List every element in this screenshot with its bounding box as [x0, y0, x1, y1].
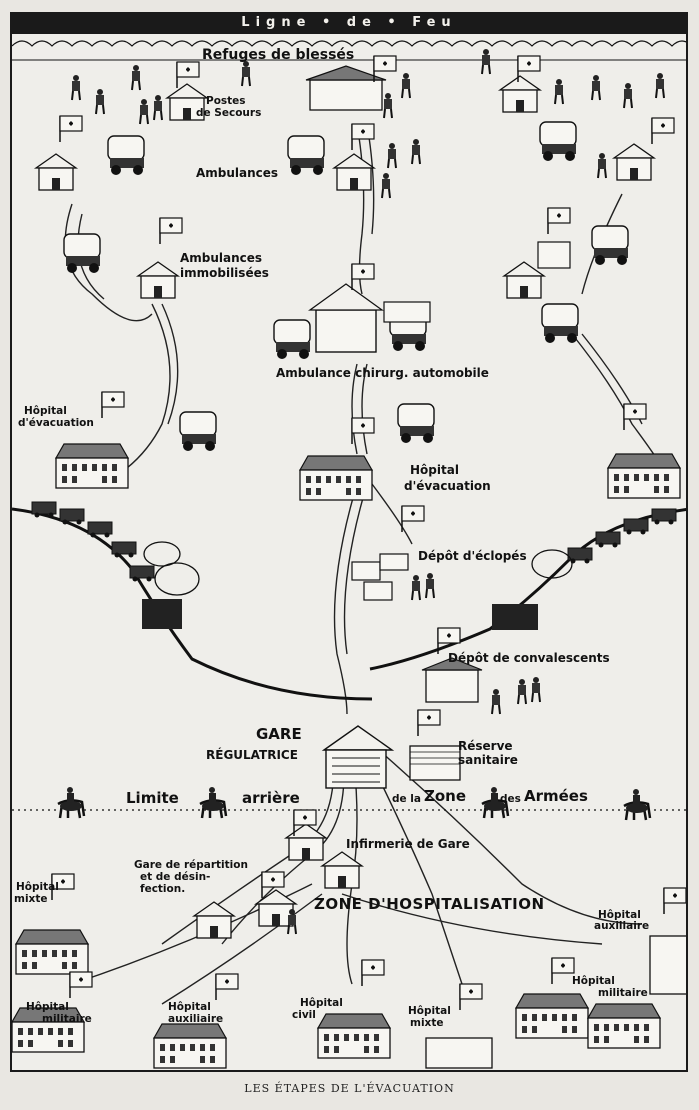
label-hop-evac-center-line2: d'évacuation [404, 479, 491, 493]
railway-right [369, 508, 686, 671]
evacuation-hospitals [55, 391, 681, 501]
label-reserve-line1: Réserve [458, 739, 513, 753]
label-gare-repartition-line3: fection. [140, 883, 186, 895]
label-hop-evac-left-line2: d'évacuation [18, 417, 94, 429]
label-armees: Armées [524, 787, 588, 805]
railway-left [12, 501, 373, 701]
label-zone-hospitalisation: ZONE D'HOSPITALISATION [314, 895, 545, 913]
regulating-station [321, 725, 395, 789]
label-limite: Limite [126, 789, 179, 807]
label-hop-aux-right-line2: auxiliaire [594, 920, 650, 932]
label-hop-aux-center-line1: Hôpital [168, 1001, 211, 1013]
label-refuges: Refuges de blessés [202, 47, 355, 63]
label-hop-mil-left-line1: Hôpital [26, 1001, 69, 1013]
label-zone-word: Zone [424, 787, 467, 805]
bushes-strip [12, 40, 686, 47]
distribution-station [193, 809, 363, 939]
banner-title: Ligne • de • Feu [241, 15, 457, 30]
label-hop-mixte-center-line2: mixte [410, 1017, 444, 1029]
banner-band [12, 14, 686, 34]
label-depot-convalescents: Dépôt de convalescents [448, 651, 610, 665]
ambulances [63, 121, 629, 452]
label-gare: GARE [256, 725, 302, 743]
hospitals-zone [12, 873, 686, 1069]
label-amb-immob-line2: immobilisées [180, 266, 269, 280]
label-depot-eclopes: Dépôt d'éclopés [418, 549, 527, 563]
label-hop-mil-right-line2: militaire [598, 987, 648, 999]
label-hop-aux-right-line1: Hôpital [598, 909, 641, 921]
label-arriere: arrière [242, 789, 300, 807]
caption: LES ÉTAPES DE L'ÉVACUATION [244, 1082, 455, 1095]
label-hop-mixte-left-line1: Hôpital [16, 881, 59, 893]
label-hop-aux-center-line2: auxiliaire [168, 1013, 224, 1025]
label-des: des [500, 793, 521, 805]
label-ambulances: Ambulances [196, 166, 279, 180]
label-hop-evac-center-line1: Hôpital [410, 463, 459, 477]
label-hop-civil-line1: Hôpital [300, 997, 343, 1009]
evacuation-diagram [12, 14, 686, 1069]
label-hop-civil-line2: civil [292, 1009, 316, 1021]
label-hop-mil-right-line1: Hôpital [572, 975, 615, 987]
label-hop-evac-left-line1: Hôpital [24, 405, 67, 417]
label-postes-line1: Postes [206, 95, 246, 107]
locomotive-right [492, 604, 538, 630]
label-infirmerie: Infirmerie de Gare [346, 837, 470, 851]
label-hop-mixte-center-line1: Hôpital [408, 1005, 451, 1017]
label-postes-line2: de Secours [196, 107, 262, 119]
label-ambulance-chirurgicale: Ambulance chirurg. automobile [276, 366, 489, 380]
label-hop-mil-left-line2: militaire [42, 1013, 92, 1025]
depots [351, 505, 541, 781]
label-regulatrice: RÉGULATRICE [206, 748, 298, 762]
label-de-la: de la [392, 793, 421, 805]
surgical-ambulance-group [273, 263, 431, 360]
label-gare-repartition-line1: Gare de répartition [134, 859, 248, 871]
label-hop-mixte-left-line2: mixte [14, 893, 48, 905]
label-gare-repartition-line2: et de désin- [140, 871, 211, 883]
label-reserve-line2: sanitaire [458, 753, 518, 767]
locomotive-left [142, 599, 182, 629]
front-line-posts [35, 48, 675, 191]
label-amb-immob-line1: Ambulances [180, 251, 263, 265]
diagram-frame: Ligne • de • Feu Refuges de blessés Post… [10, 12, 688, 1072]
